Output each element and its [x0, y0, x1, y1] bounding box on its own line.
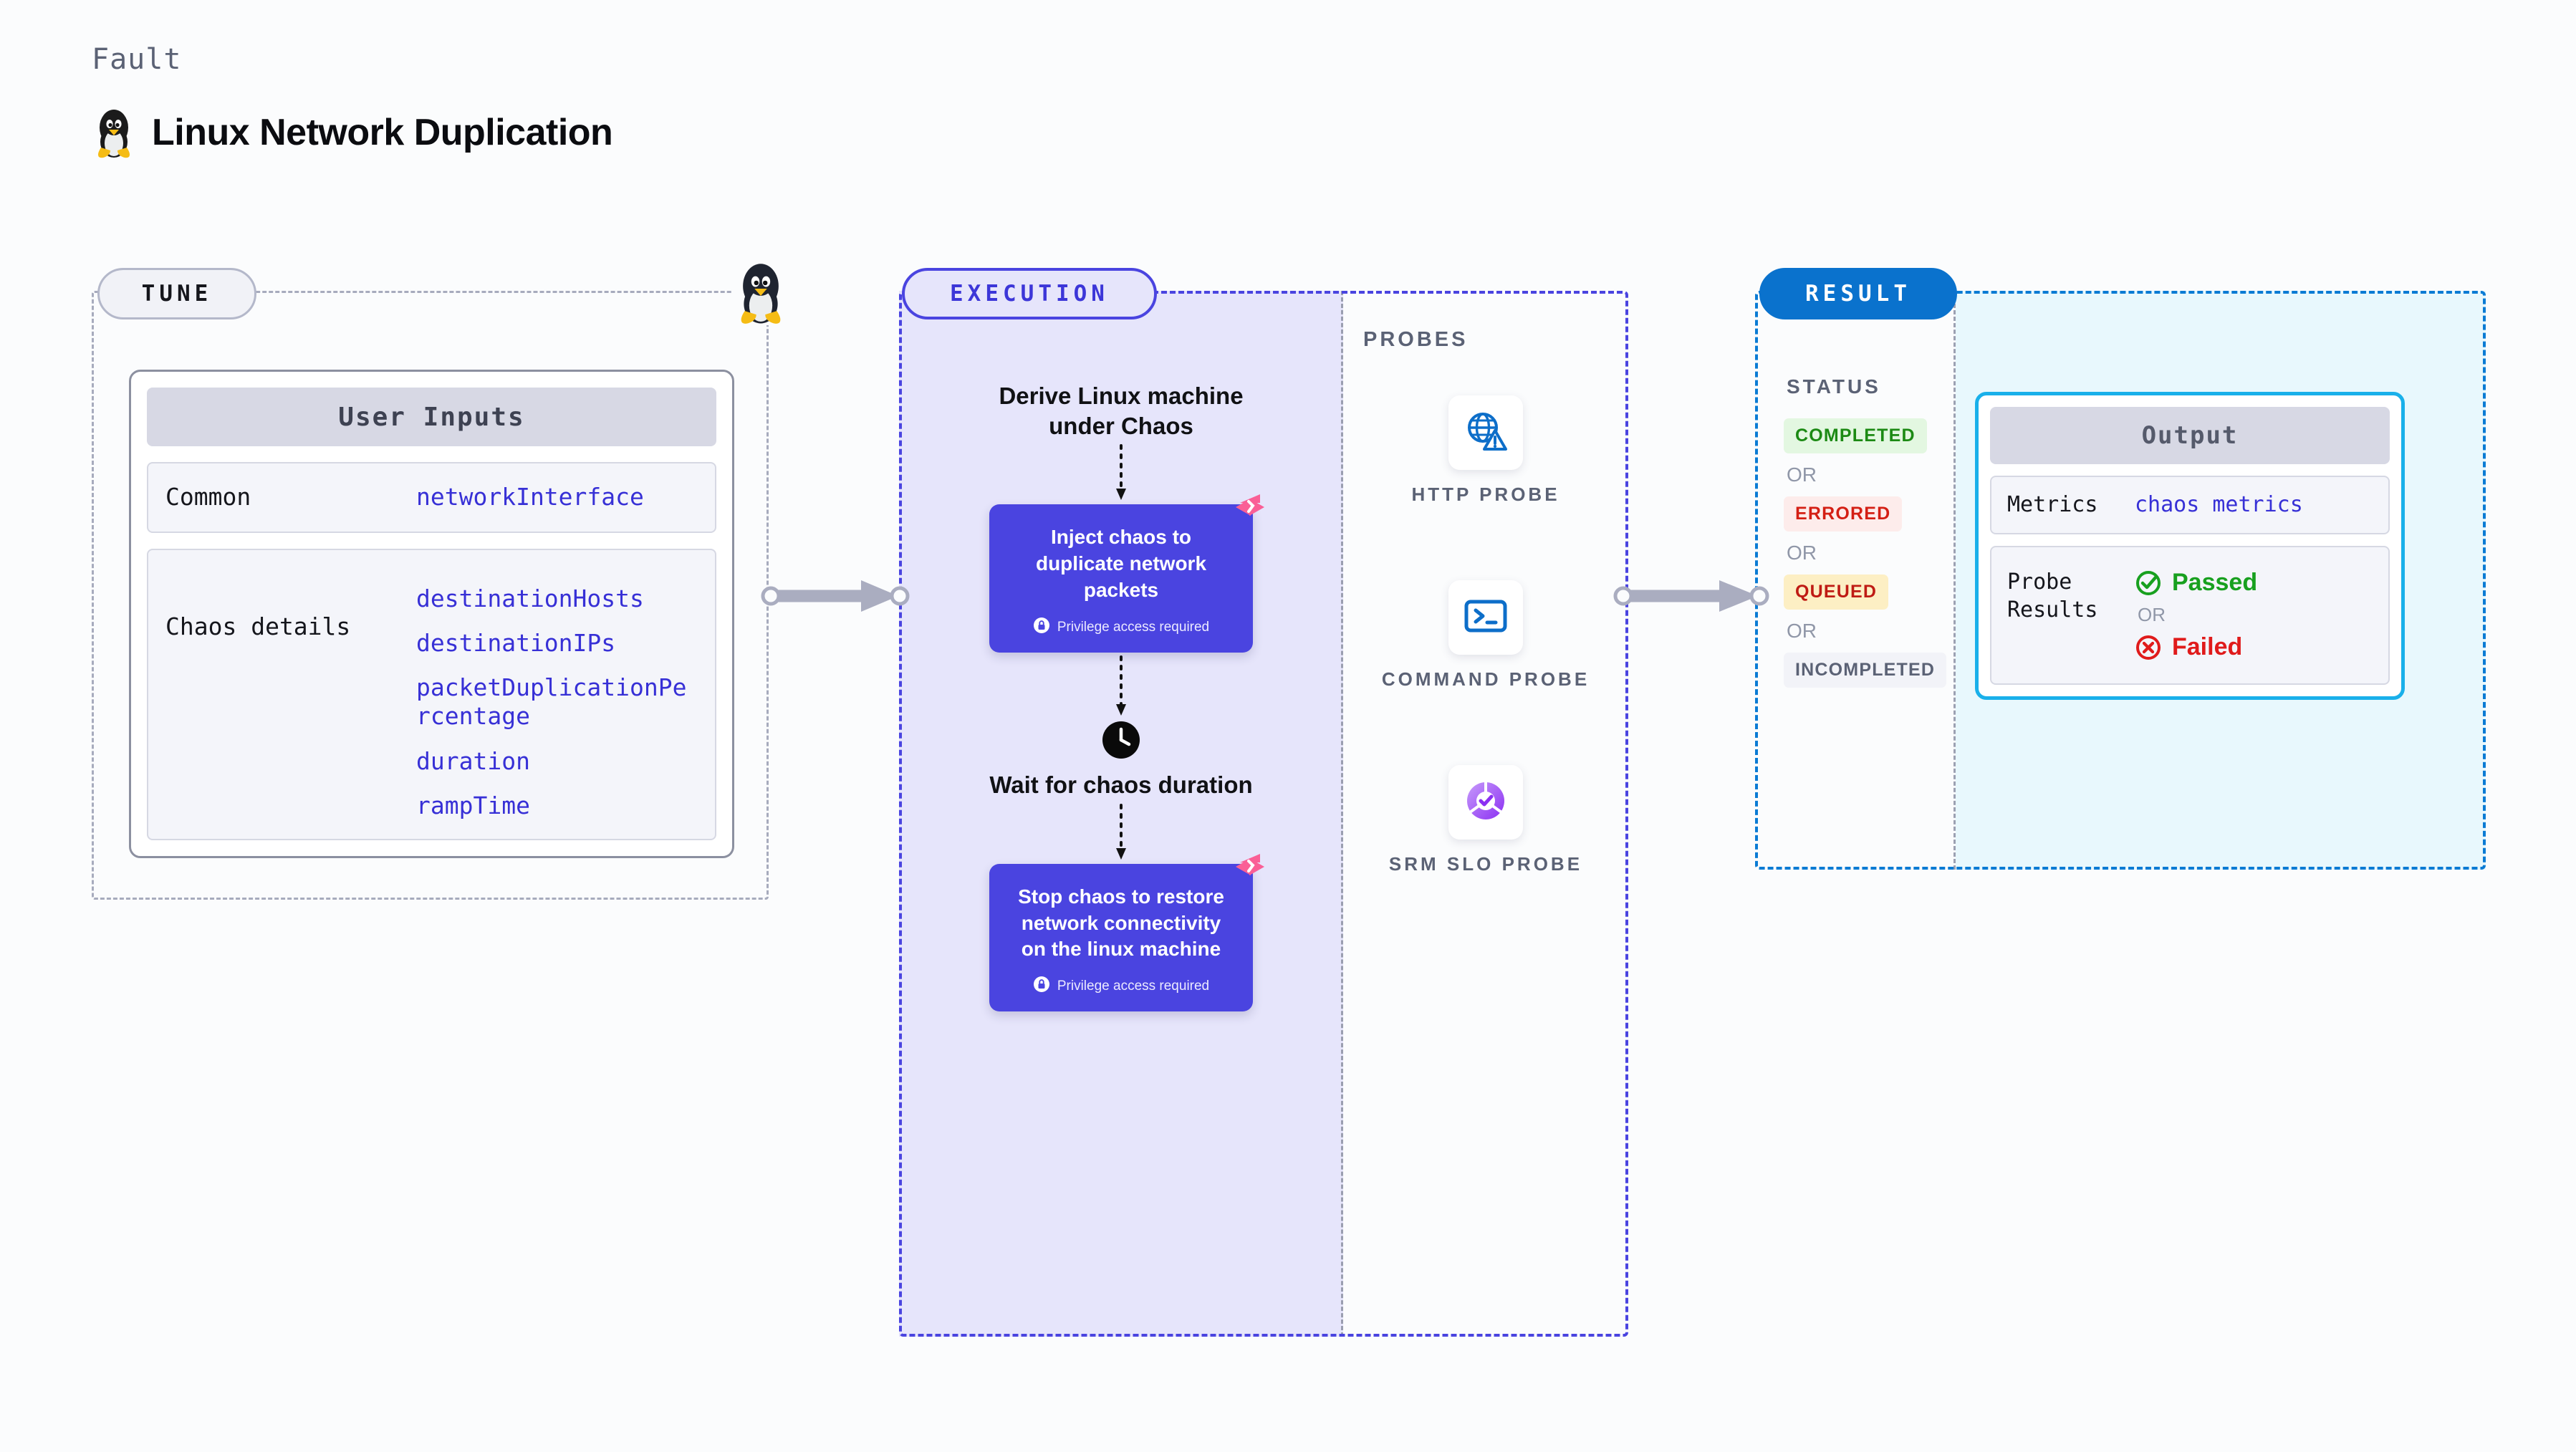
- execution-step-title: Derive Linux machine under Chaos: [999, 383, 1244, 440]
- execution-chaos-card-inject: Inject chaos to duplicate network packet…: [989, 494, 1264, 653]
- clock-icon: [1101, 720, 1141, 760]
- linux-penguin-icon: [92, 106, 136, 159]
- probe-result-passed-label: Passed: [2172, 569, 2258, 597]
- output-card-title: Output: [1990, 407, 2390, 464]
- output-row-key: Probe Results: [2007, 569, 2098, 622]
- dotted-arrow-icon: [1112, 653, 1130, 720]
- execution-flow: Derive Linux machine under Chaos Inject …: [899, 381, 1343, 1012]
- status-badge-incompleted: INCOMPLETED: [1784, 653, 1947, 688]
- slo-donut-check-icon: [1463, 778, 1509, 827]
- connector-execution-to-result: [1613, 574, 1771, 621]
- probe-result-or-label: OR: [2138, 604, 2166, 626]
- execution-stage: PROBES HTTP PROBE: [899, 268, 1628, 1337]
- page-header: Fault Linux Network Duplication: [92, 43, 613, 159]
- probe-label: HTTP PROBE: [1411, 484, 1560, 505]
- status-or-label: OR: [1787, 620, 1817, 642]
- tune-stage-pill[interactable]: TUNE: [97, 268, 256, 319]
- probes-column: PROBES HTTP PROBE: [1343, 291, 1628, 1337]
- probe-tile: [1448, 765, 1523, 840]
- result-stage-pill[interactable]: RESULT: [1759, 268, 1957, 319]
- result-dashed-border: [1755, 291, 2486, 870]
- privilege-note: Privilege access required: [1008, 617, 1234, 638]
- privilege-note: Privilege access required: [1008, 976, 1234, 997]
- output-card: Output Metrics chaos metrics Probe Resul…: [1975, 392, 2405, 700]
- linux-penguin-icon: [729, 259, 792, 329]
- probe-label: SRM SLO PROBE: [1388, 853, 1583, 875]
- privilege-note-text: Privilege access required: [1057, 979, 1210, 994]
- status-or-label: OR: [1787, 463, 1817, 486]
- execution-stage-pill[interactable]: EXECUTION: [902, 268, 1157, 319]
- status-badge-completed: COMPLETED: [1784, 418, 1927, 453]
- chaos-card-text: Stop chaos to restore network connectivi…: [1018, 885, 1224, 961]
- tune-row-key: Common: [165, 483, 251, 511]
- probe-item-command[interactable]: COMMAND PROBE: [1343, 580, 1628, 693]
- status-section-label: STATUS: [1787, 375, 1881, 398]
- page-title-row: Linux Network Duplication: [92, 106, 613, 159]
- output-probe-result-values: Passed OR Failed: [2135, 569, 2257, 661]
- chaos-badge-icon: [1231, 489, 1269, 529]
- privilege-note-text: Privilege access required: [1057, 620, 1210, 635]
- tune-value: duration: [416, 746, 530, 775]
- x-circle-icon: [2135, 634, 2162, 661]
- chaos-card-text: Inject chaos to duplicate network packet…: [1035, 526, 1207, 602]
- terminal-icon: [1464, 597, 1508, 638]
- output-metrics-value: chaos metrics: [2135, 491, 2303, 517]
- tune-value: packetDuplicationPercentage: [416, 673, 687, 731]
- user-inputs-card: User Inputs Common networkInterface Chao…: [129, 370, 734, 858]
- lock-icon: [1033, 617, 1050, 638]
- status-list: COMPLETED OR ERRORED OR QUEUED OR INCOMP…: [1784, 418, 2476, 688]
- execution-chaos-card-stop: Stop chaos to restore network connectivi…: [989, 853, 1264, 1012]
- status-badge-queued: QUEUED: [1784, 574, 1889, 610]
- chaos-badge-icon: [1231, 848, 1269, 889]
- probe-label: COMMAND PROBE: [1381, 668, 1590, 690]
- status-or-label: OR: [1787, 542, 1817, 564]
- execution-dashed-border: [899, 291, 1628, 1337]
- connector-tune-to-execution: [761, 574, 911, 621]
- dotted-arrow-icon: [1112, 801, 1130, 864]
- tune-row-values: destinationHosts destinationIPs packetDu…: [416, 585, 698, 821]
- probe-tile: [1448, 395, 1523, 470]
- probes-section-label: PROBES: [1363, 328, 1469, 351]
- fault-eyebrow-label: Fault: [92, 43, 182, 76]
- output-row-probe-results: Probe Results Passed OR: [1990, 546, 2390, 685]
- page-title: Linux Network Duplication: [152, 112, 613, 153]
- probe-result-failed: Failed: [2135, 633, 2257, 661]
- tune-row-common: Common networkInterface: [147, 462, 716, 533]
- tune-stage: TUNE User Inputs Common networkInterface…: [92, 268, 769, 900]
- output-row-key: Metrics: [2007, 492, 2098, 517]
- status-badge-errored: ERRORED: [1784, 496, 1903, 532]
- dotted-arrow-icon: [1112, 441, 1130, 504]
- tune-value: destinationHosts: [416, 584, 644, 612]
- tune-value: destinationIPs: [416, 628, 616, 657]
- tune-value: networkInterface: [416, 483, 644, 511]
- probe-item-srm-slo[interactable]: SRM SLO PROBE: [1343, 765, 1628, 878]
- tune-row-values: networkInterface: [416, 483, 644, 511]
- tune-value: rampTime: [416, 791, 530, 819]
- probe-item-http[interactable]: HTTP PROBE: [1343, 395, 1628, 508]
- tune-row-chaos-details: Chaos details destinationHosts destinati…: [147, 548, 716, 840]
- check-circle-icon: [2135, 569, 2162, 597]
- execution-step-title: Wait for chaos duration: [989, 771, 1253, 799]
- lock-icon: [1033, 976, 1050, 997]
- output-row-metrics: Metrics chaos metrics: [1990, 476, 2390, 535]
- user-inputs-card-title: User Inputs: [147, 388, 716, 447]
- probe-result-failed-label: Failed: [2172, 633, 2243, 661]
- probe-tile: [1448, 580, 1523, 655]
- tune-row-key: Chaos details: [165, 612, 351, 640]
- probe-result-passed: Passed: [2135, 569, 2257, 597]
- globe-warning-icon: [1464, 409, 1508, 457]
